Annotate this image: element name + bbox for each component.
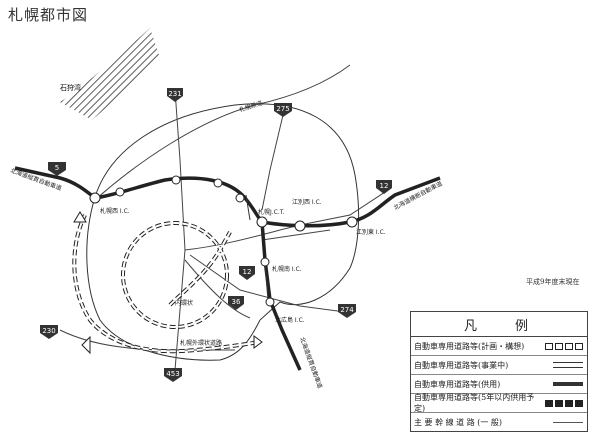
legend-label: 主 要 幹 線 道 路 (一 般) <box>414 417 503 427</box>
ic-marker-sapporo-jct <box>256 216 268 228</box>
thick-line-icon <box>553 382 583 386</box>
svg-text:36: 36 <box>232 298 241 306</box>
label-road-kaido-odan: 北海道横断自動車道 <box>392 179 443 211</box>
label-road-renraku: 札幌新道 <box>238 99 263 114</box>
shield-r453: 453 <box>164 368 182 382</box>
ic-marker-hokuto-nishi <box>294 220 306 232</box>
ring-arrow-west <box>73 211 87 223</box>
sea-label: 石狩湾 <box>60 83 81 92</box>
svg-text:12: 12 <box>243 268 252 276</box>
page-title: 札幌都市図 <box>8 6 89 24</box>
ring-arrow-south <box>81 335 91 355</box>
legend-row-arterial: 主 要 幹 線 道 路 (一 般) <box>411 413 587 431</box>
legend-row-5yr: 自動車専用道路等(5年以内供用予定) <box>411 393 587 413</box>
shield-r12a: 12 <box>376 180 392 194</box>
shield-r275: 275 <box>274 103 292 117</box>
shield-r12b: 12 <box>239 266 255 280</box>
double-line-icon <box>553 362 583 368</box>
shield-r5: 5 <box>48 162 66 176</box>
ring-roads-inner <box>73 214 261 353</box>
label-road-kaido-odan2: 北海道縦貫自動車道 <box>298 336 324 389</box>
ring-roads-planned <box>72 214 261 354</box>
legend-row-construction: 自動車専用道路等(事業中) <box>411 356 587 375</box>
label-ic-sapporo-minami: 札幌南 I.C. <box>272 265 302 273</box>
ic-marker-sapporo-nishi <box>89 192 101 204</box>
legend-label: 自動車専用道路等(事業中) <box>414 360 509 370</box>
svg-text:274: 274 <box>340 306 354 314</box>
shield-r230: 230 <box>40 325 58 339</box>
motorway-construction <box>245 194 269 301</box>
legend-label: 自動車専用道路等(5年以内供用予定) <box>414 393 535 413</box>
label-ic-hokuto-higashi: 江別東 I.C. <box>356 228 386 236</box>
legend-label: 自動車専用道路等(供用) <box>414 379 501 389</box>
svg-text:275: 275 <box>276 105 289 113</box>
svg-text:230: 230 <box>42 327 55 335</box>
ic-marker-kitahiroshima <box>265 297 275 307</box>
legend-box: 凡 例 自動車専用道路等(計画・構想) 自動車専用道路等(事業中) 自動車専用道… <box>410 311 588 432</box>
thin-line-icon <box>553 421 583 423</box>
city-boundary <box>86 103 360 361</box>
label-ic-sapporo-nishi: 札幌西 I.C. <box>100 207 130 215</box>
label-ic-hokuto-nishi: 江別西 I.C. <box>292 198 322 206</box>
ring-arrow-east <box>253 335 263 349</box>
ic-marker-hokuto-higashi <box>346 216 358 228</box>
svg-text:231: 231 <box>168 90 181 98</box>
svg-text:453: 453 <box>166 370 179 378</box>
legend-row-open: 自動車専用道路等(供用) <box>411 375 587 394</box>
legend-label: 自動車専用道路等(計画・構想) <box>414 341 525 351</box>
filled-squares-icon <box>545 399 583 407</box>
shield-r274: 274 <box>338 304 356 318</box>
label-ic-kitahiroshima: 北広島 I.C. <box>275 316 305 324</box>
legend-title: 凡 例 <box>411 312 587 337</box>
label-road-kanjo-left: 札幌外環状道路 <box>180 339 222 347</box>
shield-r231: 231 <box>167 88 183 102</box>
label-road-uchikanjo: 内環状 <box>175 299 193 307</box>
ic-markers <box>89 175 358 307</box>
outline-squares-icon <box>545 342 583 350</box>
date-note: 平成9年度末現在 <box>526 278 580 286</box>
shield-r36: 36 <box>228 296 244 310</box>
legend-row-planned: 自動車専用道路等(計画・構想) <box>411 337 587 356</box>
ic-marker-sapporo-minami <box>260 257 270 267</box>
svg-text:12: 12 <box>380 182 389 190</box>
sea-area <box>60 28 160 120</box>
route-shields: 5 231 275 12 12 36 274 230 453 <box>40 88 392 382</box>
svg-text:5: 5 <box>55 164 59 172</box>
arterial-roads <box>59 64 386 371</box>
label-ic-sapporo-jct: 札幌J.C.T. <box>258 208 285 216</box>
